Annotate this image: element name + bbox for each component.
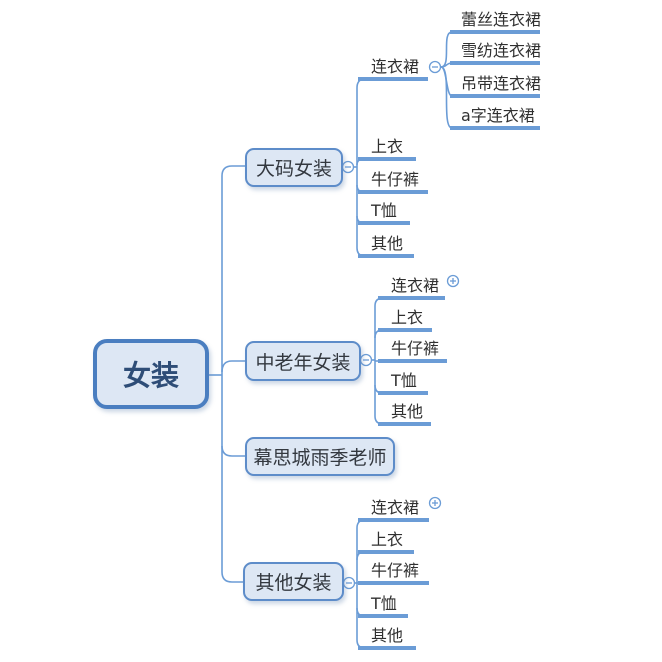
collapse-icon-large-size[interactable]	[341, 160, 355, 174]
subtopic-other-g3[interactable]: 其他	[371, 626, 404, 645]
branch-topic-large-size[interactable]: 大码女装	[245, 148, 343, 187]
subtopic-slip-dress[interactable]: 吊带连衣裙	[461, 74, 542, 93]
dress-sub-connectors	[440, 31, 453, 129]
expand-icon-dress-middle-aged[interactable]	[446, 274, 460, 288]
subtopic-jeans-g1[interactable]: 牛仔裤	[371, 170, 420, 189]
collapse-icon-middle-aged[interactable]	[359, 353, 373, 367]
subtopic-other-g2[interactable]: 其他	[391, 402, 424, 421]
collapse-icon-dress[interactable]	[428, 60, 442, 74]
branch-topic-middle-aged[interactable]: 中老年女装	[245, 341, 361, 381]
subtopic-dress-g1[interactable]: 连衣裙	[371, 57, 420, 76]
subtopic-chiffon-dress[interactable]: 雪纺连衣裙	[461, 41, 542, 60]
subtopic-dress-g2[interactable]: 连衣裙	[391, 276, 440, 295]
branch-topic-other[interactable]: 其他女装	[243, 562, 344, 601]
expand-icon-dress-other[interactable]	[428, 496, 442, 510]
subtopic-aline-dress[interactable]: a字连衣裙	[461, 106, 535, 125]
subtopic-tshirt-g2[interactable]: T恤	[391, 371, 417, 390]
branch-topic-musicheng-teacher[interactable]: 幕思城雨季老师	[245, 437, 395, 476]
subtopic-lace-dress[interactable]: 蕾丝连衣裙	[461, 10, 542, 29]
subtopic-tshirt-g1[interactable]: T恤	[371, 201, 397, 220]
subtopic-dress-g3[interactable]: 连衣裙	[371, 498, 420, 517]
subtopic-tops-g2[interactable]: 上衣	[391, 308, 424, 327]
subtopic-jeans-g3[interactable]: 牛仔裤	[371, 561, 420, 580]
subtopic-other-g1[interactable]: 其他	[371, 234, 404, 253]
root-topic[interactable]: 女装	[93, 339, 209, 409]
subtopic-tshirt-g3[interactable]: T恤	[371, 594, 397, 613]
subtopic-tops-g1[interactable]: 上衣	[371, 137, 404, 156]
root-connectors	[209, 165, 245, 583]
subtopic-tops-g3[interactable]: 上衣	[371, 530, 404, 549]
subtopic-jeans-g2[interactable]: 牛仔裤	[391, 339, 440, 358]
collapse-icon-other[interactable]	[342, 576, 356, 590]
topic-underlines	[358, 30, 540, 650]
branch1-connectors	[353, 78, 366, 257]
